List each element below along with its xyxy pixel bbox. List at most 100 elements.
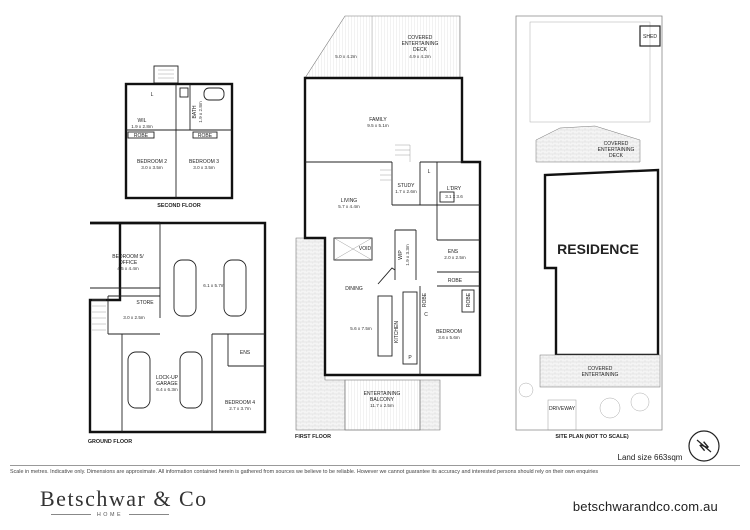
wip-label: WIP xyxy=(398,250,404,260)
robe-label: ROBE xyxy=(466,292,472,307)
first-floor-plan: 5.0 x 4.2m COVERED ENTERTAINING DECK 4.9… xyxy=(295,15,482,440)
north-arrow-icon: N xyxy=(688,430,720,462)
site-plan-title: SITE PLAN (NOT TO SCALE) xyxy=(555,434,628,440)
disclaimer-text: Scale in metres. Indicative only. Dimens… xyxy=(10,469,599,475)
family-label: FAMILY xyxy=(369,117,387,123)
land-size-label: Land size 663sqm xyxy=(618,453,683,462)
robe-label: ROBE xyxy=(134,133,149,139)
site-plan: SHED COVERED ENTERTAINING DECK RESIDENCE… xyxy=(515,15,720,462)
first-floor-title: FIRST FLOOR xyxy=(295,434,331,440)
north-label: N xyxy=(698,440,712,454)
bedroom-5-label-b: OFFICE xyxy=(119,260,138,266)
site-boundary xyxy=(515,15,663,431)
laundry-label: L'DRY xyxy=(447,186,462,192)
brand-logo: Betschwar & Co xyxy=(40,486,208,511)
living-label: LIVING xyxy=(341,198,358,204)
kitchen-bench xyxy=(402,291,418,365)
robe-box xyxy=(461,289,475,313)
covered-deck-label-3: DECK xyxy=(413,47,428,53)
laundry-dim: 3.1 x 3.6 xyxy=(445,194,463,199)
bedroom-label: BEDROOM xyxy=(436,329,462,335)
bath-label: BATH xyxy=(192,105,198,118)
store-dim: 3.0 x 2.5m xyxy=(123,315,145,320)
covered-deck-label-2: ENTERTAINING xyxy=(402,41,439,47)
trees xyxy=(518,382,650,419)
car-outlines xyxy=(127,259,247,409)
laundry-tub xyxy=(439,191,455,203)
robe-label: ROBE xyxy=(198,133,213,139)
site-covered-entertaining xyxy=(539,354,661,388)
study-label: STUDY xyxy=(398,183,416,189)
brand-sub-text: HOME xyxy=(96,512,124,518)
first-linen-label: L xyxy=(428,169,431,175)
dining-dim: 5.6 x 7.5m xyxy=(350,326,372,331)
shed-box xyxy=(639,25,661,47)
kitchen-island xyxy=(377,295,393,357)
balcony-label-2: BALCONY xyxy=(370,397,395,403)
balcony-deck xyxy=(344,379,421,431)
bedroom-dim: 3.6 x 5.6m xyxy=(438,335,460,340)
ground-floor-plan: BEDROOM 5/ OFFICE 4.5 x 4.4m 6.1 x 5.7m … xyxy=(88,221,267,445)
study-dim: 1.7 x 2.6m xyxy=(395,189,417,194)
lockup-label: LOCK-UP xyxy=(156,375,179,381)
bathtub xyxy=(203,87,225,101)
linen-label: L xyxy=(151,92,154,98)
void-label: VOID xyxy=(359,246,372,252)
bedroom-4-dim: 2.7 x 3.7m xyxy=(229,406,251,411)
cupboard-label: C xyxy=(424,312,428,318)
bedroom-3-label: BEDROOM 3 xyxy=(189,159,219,165)
site-covered-label-2: ENTERTAINING xyxy=(582,372,619,378)
robe-label: ROBE xyxy=(422,292,428,307)
store-label: STORE xyxy=(136,300,154,306)
dining-label: DINING xyxy=(345,286,363,292)
balcony-dim: 11.7 x 2.5m xyxy=(370,403,394,408)
robe-box xyxy=(192,131,218,139)
bedroom-5-label: BEDROOM 5/ xyxy=(112,254,144,260)
first-ens-label: ENS xyxy=(448,249,459,255)
site-deck xyxy=(535,125,641,163)
bath-dim: 1.9 x 2.8m xyxy=(198,101,203,123)
site-covered-label-1: COVERED xyxy=(588,366,613,372)
driveway-label: DRIVEWAY xyxy=(549,406,576,412)
second-floor-title: SECOND FLOOR xyxy=(157,203,201,209)
existing-structure xyxy=(529,21,651,123)
shed-label: SHED xyxy=(643,34,657,40)
site-deck-label-2: ENTERTAINING xyxy=(598,147,635,153)
stairs xyxy=(380,169,392,181)
footer-divider xyxy=(10,465,740,466)
first-ens-dim: 2.0 x 2.5m xyxy=(444,255,466,260)
bedroom-2-label: BEDROOM 2 xyxy=(137,159,167,165)
lockup-dim: 6.4 x 6.3m xyxy=(156,387,178,392)
pantry-label: P xyxy=(408,355,412,361)
site-deck-label-1: COVERED xyxy=(604,141,629,147)
website-link[interactable]: betschwarandco.com.au xyxy=(572,499,718,514)
balcony-label-1: ENTERTAINING xyxy=(364,391,401,397)
wil-label: WIL xyxy=(138,118,147,124)
deck-dim: 5.0 x 4.2m xyxy=(335,54,357,59)
bedroom-3-dim: 3.0 x 3.5m xyxy=(193,165,215,170)
brand-subtitle: HOME xyxy=(40,512,180,518)
residence-outline xyxy=(543,168,660,357)
family-dim: 9.5 x 5.1m xyxy=(367,123,389,128)
ground-ens-label: ENS xyxy=(240,350,251,356)
ground-floor-outline xyxy=(88,221,267,434)
covered-deck-area xyxy=(304,15,461,79)
second-floor-plan: WIL 1.9 x 2.8m L BATH 1.9 x 2.8m ROBE RO… xyxy=(124,65,234,209)
bedroom-2-dim: 3.0 x 3.5m xyxy=(141,165,163,170)
residence-label: RESIDENCE xyxy=(557,241,639,257)
garage-label: GARAGE xyxy=(156,381,178,387)
kitchen-label: KITCHEN xyxy=(394,321,400,343)
covered-deck-dim: 4.9 x 4.2m xyxy=(409,54,431,59)
stair-landing xyxy=(153,65,179,84)
bedroom-4-label: BEDROOM 4 xyxy=(225,400,255,406)
first-floor-outline xyxy=(303,76,482,377)
garage-upper-dim: 6.1 x 5.7m xyxy=(203,283,225,288)
ground-floor-title: GROUND FLOOR xyxy=(88,439,132,445)
living-dim: 5.7 x 4.4m xyxy=(338,204,360,209)
bedroom-5-dim: 4.5 x 4.4m xyxy=(117,266,139,271)
stairs xyxy=(92,299,106,331)
stairs xyxy=(395,144,411,162)
second-floor-outline xyxy=(124,82,234,200)
robe-label: ROBE xyxy=(448,278,463,284)
